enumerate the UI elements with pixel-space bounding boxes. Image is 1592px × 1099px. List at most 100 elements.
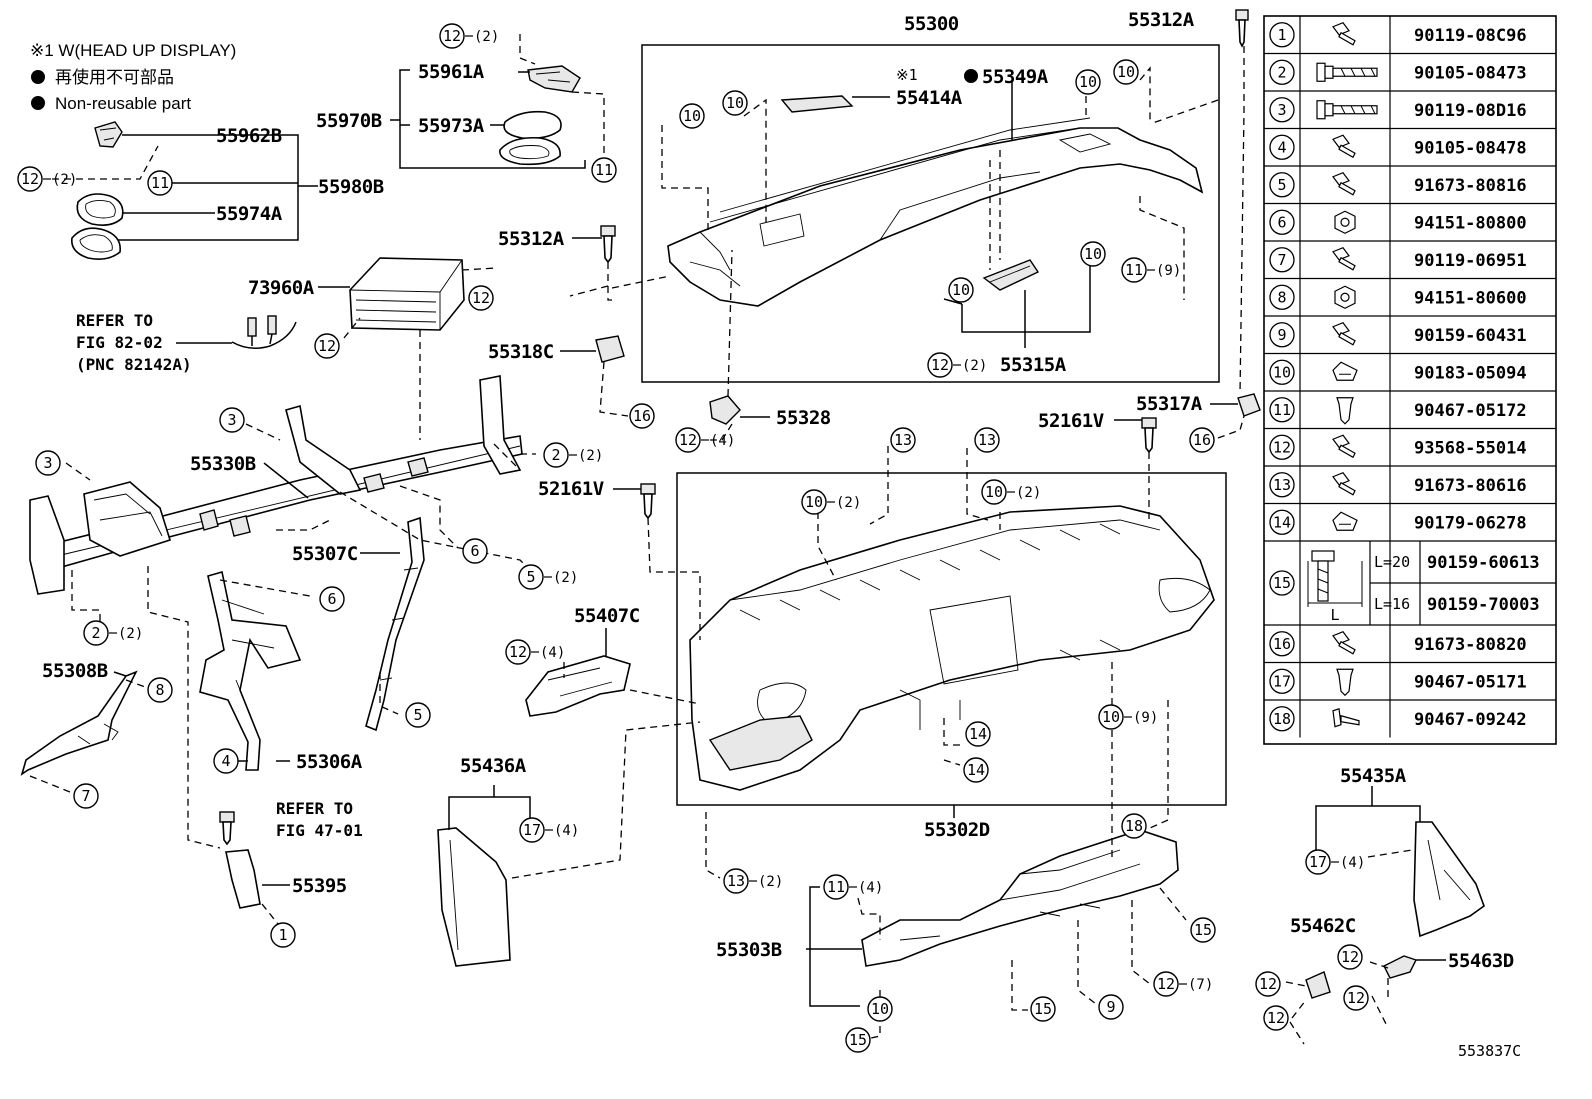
label-55330b: 55330B bbox=[190, 453, 256, 475]
row-number: 16 bbox=[1273, 635, 1291, 653]
callout-16: 16 bbox=[1189, 427, 1215, 453]
callout-number: 14 bbox=[969, 725, 987, 743]
part-55308b-brace bbox=[20, 670, 138, 776]
callout-number: 12 bbox=[509, 643, 527, 661]
callout-circle bbox=[1121, 257, 1147, 283]
label-55315a: 55315A bbox=[1000, 354, 1067, 376]
row-number-circle bbox=[1269, 209, 1295, 235]
part-number: 93568-55014 bbox=[1414, 438, 1527, 458]
label-55300: 55300 bbox=[904, 13, 959, 35]
callout-11: 11 bbox=[147, 170, 173, 196]
callout-circle bbox=[890, 427, 916, 453]
label-55307c: 55307C bbox=[292, 543, 358, 565]
diagram-id: 553837C bbox=[1458, 1042, 1521, 1060]
bolt-55312a-mid-icon bbox=[600, 225, 616, 264]
callout-circle bbox=[519, 817, 545, 843]
callout-12: 12 bbox=[468, 285, 494, 311]
callout-10: 10 bbox=[1080, 241, 1106, 267]
callout-circle bbox=[319, 586, 345, 612]
callout-number: 11 bbox=[827, 878, 845, 896]
callout-number: 16 bbox=[633, 407, 651, 425]
callout-12: 12(2) bbox=[927, 352, 987, 378]
callout-number: 11 bbox=[595, 161, 613, 179]
row-number-circle bbox=[1269, 668, 1295, 694]
callout-number: 10 bbox=[952, 281, 970, 299]
callout-10: 10(2) bbox=[981, 479, 1041, 505]
callout-number: 15 bbox=[1034, 1000, 1052, 1018]
row-number-circle bbox=[1269, 472, 1295, 498]
part-73960a-airbag bbox=[349, 257, 465, 331]
callout-10: 10 bbox=[1113, 59, 1139, 85]
bolt-washer-icon bbox=[1332, 247, 1356, 271]
part-number: 90179-06278 bbox=[1414, 513, 1527, 533]
callout-number: 6 bbox=[327, 590, 336, 608]
callout-17: 17(4) bbox=[519, 817, 579, 843]
callout-circle bbox=[1030, 996, 1056, 1022]
callout-number: 15 bbox=[1194, 921, 1212, 939]
non-reusable-dot-icon bbox=[964, 69, 978, 83]
callout-qty: (9) bbox=[1156, 263, 1181, 279]
label-55349a: 55349A bbox=[982, 66, 1049, 88]
part-number: 90119-08C96 bbox=[1414, 26, 1527, 46]
row-number-circle bbox=[1269, 631, 1295, 657]
parts-row-12: 12 93568-55014 bbox=[1264, 427, 1556, 466]
row-number: 12 bbox=[1273, 438, 1291, 456]
callout-number: 12 bbox=[1157, 975, 1175, 993]
label-note-ref-1: ※1 bbox=[896, 66, 918, 84]
row-number: 5 bbox=[1277, 176, 1286, 194]
part-number: 90105-08473 bbox=[1414, 63, 1527, 83]
callout-circle bbox=[1255, 971, 1281, 997]
label-55407c: 55407C bbox=[574, 605, 640, 627]
part-number: 90159-60613 bbox=[1427, 553, 1540, 573]
part-number: 90183-05094 bbox=[1414, 363, 1527, 383]
callout-15: 15 bbox=[1190, 917, 1216, 943]
label-55414a: 55414A bbox=[896, 87, 963, 109]
callout-circle bbox=[823, 874, 849, 900]
callout-2: 2(2) bbox=[83, 620, 143, 646]
callout-qty: (4) bbox=[540, 645, 565, 661]
part-55974a-gasket bbox=[71, 193, 124, 260]
part-number: 90119-08D16 bbox=[1414, 101, 1527, 121]
callout-number: 1 bbox=[278, 926, 287, 944]
callout-number: 5 bbox=[526, 568, 535, 586]
part-55315a-bracket bbox=[982, 259, 1040, 291]
callout-circle bbox=[963, 757, 989, 783]
callout-circle bbox=[1263, 1005, 1289, 1031]
callout-circle bbox=[505, 639, 531, 665]
length-value: L=16 bbox=[1374, 595, 1410, 613]
callout-16: 16 bbox=[629, 403, 655, 429]
callout-number: 13 bbox=[978, 431, 996, 449]
callout-number: 10 bbox=[1117, 63, 1135, 81]
label-55306a: 55306A bbox=[296, 751, 363, 773]
callout-circle bbox=[948, 277, 974, 303]
bolt-washer-icon bbox=[1332, 134, 1356, 159]
callout-qty: (9) bbox=[1133, 710, 1158, 726]
rivet-clip-icon bbox=[1332, 707, 1360, 728]
callout-5: 5 bbox=[405, 702, 431, 728]
part-55318c-bracket bbox=[595, 335, 625, 363]
label-55328: 55328 bbox=[776, 407, 831, 429]
callout-9: 9 bbox=[1098, 994, 1124, 1020]
label-55973a: 55973A bbox=[418, 115, 485, 137]
length-label: L bbox=[1330, 606, 1339, 624]
callout-number: 12 bbox=[443, 27, 461, 45]
callout-number: 6 bbox=[470, 542, 479, 560]
callout-3: 3 bbox=[219, 407, 245, 433]
bolt-52161v-left-icon bbox=[640, 483, 656, 520]
callout-number: 10 bbox=[726, 94, 744, 112]
part-55330b-beam bbox=[29, 375, 523, 595]
row-number: 10 bbox=[1273, 363, 1291, 381]
callout-number: 12 bbox=[931, 356, 949, 374]
callout-circle bbox=[518, 564, 544, 590]
label-52161v-right: 52161V bbox=[1038, 410, 1104, 432]
push-clip-icon bbox=[1336, 397, 1354, 425]
row-number: 11 bbox=[1273, 401, 1291, 419]
note-non-reusable-jp: 再使用不可部品 bbox=[55, 67, 174, 87]
callout-10: 10 bbox=[948, 277, 974, 303]
callout-4: 4 bbox=[213, 748, 239, 774]
callout-12: 12(7) bbox=[1153, 971, 1213, 997]
row-number-circle bbox=[1269, 22, 1295, 48]
